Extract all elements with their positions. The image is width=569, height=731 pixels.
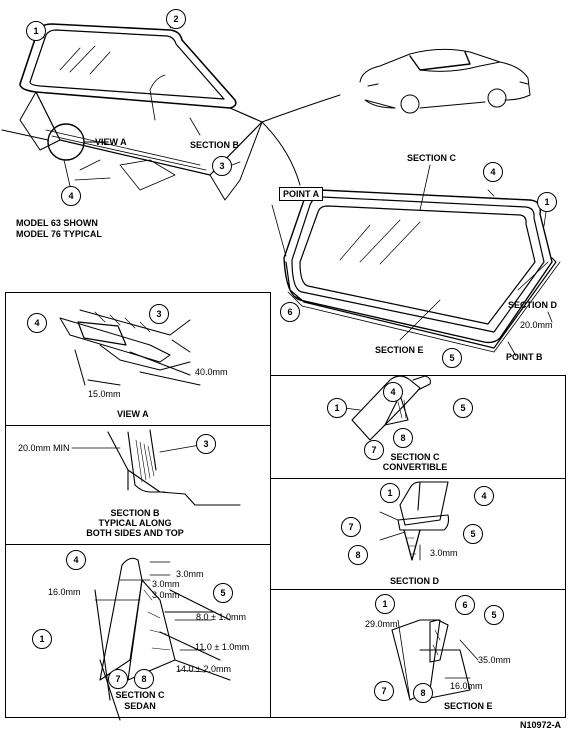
callout-5: 5 [484, 605, 504, 625]
sedan-dim-8: 8.0 ± 1.0mm [196, 612, 246, 622]
convertible-title-line2: CONVERTIBLE [382, 462, 448, 472]
callout-1: 1 [380, 483, 400, 503]
section-e-title: SECTION E [444, 701, 493, 711]
callout-6: 6 [280, 302, 300, 322]
label-point-b: POINT B [506, 352, 543, 362]
callout-5: 5 [213, 583, 233, 603]
sedan-dim-16: 16.0mm [48, 587, 81, 597]
sedan-dim-3b: 3.0mm [152, 579, 180, 589]
sedan-dim-11: 11.0 ± 1.0mm [195, 642, 250, 652]
label-point-a: POINT A [279, 187, 324, 201]
callout-7: 7 [108, 669, 128, 689]
callout-7: 7 [341, 517, 361, 537]
car-silhouette-drawing [359, 48, 531, 114]
callout-8: 8 [393, 428, 413, 448]
callout-8: 8 [348, 545, 368, 565]
callout-3: 3 [196, 434, 216, 454]
section-d-title: SECTION D [390, 576, 440, 586]
callout-7: 7 [364, 440, 384, 460]
label-dim-20: 20.0mm [520, 320, 553, 330]
section-d-dim-3: 3.0mm [430, 548, 458, 558]
view-a-dim-15: 15.0mm [88, 389, 121, 399]
sedan-title-line2: SEDAN [124, 701, 156, 711]
panel-section-e [270, 589, 566, 718]
view-a-title: VIEW A [117, 409, 149, 419]
section-e-dim-29: 29.0mm [365, 619, 398, 629]
view-a-dim-40: 40.0mm [195, 367, 228, 377]
callout-2: 2 [166, 9, 186, 29]
rear-window-exploded-drawing [271, 164, 561, 357]
model-note-line2: MODEL 76 TYPICAL [16, 229, 102, 239]
callout-4: 4 [61, 186, 81, 206]
callout-6: 6 [455, 595, 475, 615]
callout-8: 8 [134, 669, 154, 689]
section-c-sedan-drawing [94, 557, 231, 721]
callout-4: 4 [474, 486, 494, 506]
section-e-dim-16: 16.0mm [450, 681, 483, 691]
section-b-title-line2: TYPICAL ALONG [98, 518, 172, 528]
callout-1: 1 [32, 629, 52, 649]
sedan-dim-3a: 3.0mm [176, 569, 204, 579]
panel-view-a [5, 292, 271, 426]
label-section-e: SECTION E [375, 345, 424, 355]
section-b-drawing [71, 429, 241, 506]
figure-id: N10972-A [520, 720, 562, 730]
sedan-title-line1: SECTION C [115, 690, 165, 700]
sedan-dim-14: 14.0 ± 2.0mm [176, 664, 231, 674]
label-view-a: VIEW A [95, 137, 127, 147]
label-section-d: SECTION D [508, 300, 558, 310]
convertible-title-line1: SECTION C [390, 452, 440, 462]
rear-window-installed-drawing [1, 19, 341, 201]
callout-3: 3 [149, 304, 169, 324]
callout-7: 7 [374, 681, 394, 701]
callout-4: 4 [383, 382, 403, 402]
label-section-b: SECTION B [190, 140, 240, 150]
callout-1: 1 [375, 594, 395, 614]
callout-1: 1 [537, 192, 557, 212]
callout-4: 4 [27, 313, 47, 333]
callout-5: 5 [453, 398, 473, 418]
callout-4: 4 [483, 162, 503, 182]
panel-section-d [270, 478, 566, 590]
section-b-title-line3: BOTH SIDES AND TOP [86, 528, 184, 538]
label-section-c: SECTION C [407, 153, 457, 163]
section-b-dim-20min: 20.0mm MIN [18, 443, 70, 453]
callout-3: 3 [212, 156, 232, 176]
view-a-drawing [59, 309, 201, 386]
callout-4: 4 [66, 550, 86, 570]
section-e-dim-35: 35.0mm [478, 655, 511, 665]
callout-5: 5 [442, 348, 462, 368]
model-note-line1: MODEL 63 SHOWN [16, 218, 98, 228]
section-e-drawing [391, 619, 479, 701]
callout-8: 8 [413, 683, 433, 703]
section-b-title-line1: SECTION B [110, 508, 160, 518]
callout-1: 1 [327, 398, 347, 418]
sedan-dim-3c: 3.0mm [152, 590, 180, 600]
callout-5: 5 [463, 524, 483, 544]
callout-1: 1 [26, 21, 46, 41]
section-d-drawing [379, 481, 450, 561]
